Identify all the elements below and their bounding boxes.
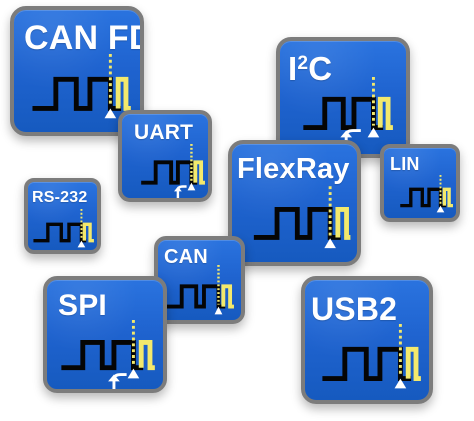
uart-label: UART — [134, 121, 194, 144]
can-fd-protocol-tile: CAN FD — [10, 6, 144, 136]
return-arrow-icon — [340, 130, 353, 138]
trigger-marker-icon — [214, 306, 223, 315]
signal-waveform-icon — [322, 324, 421, 389]
trigger-marker-icon — [394, 378, 407, 389]
trigger-marker-icon — [436, 205, 445, 213]
trigger-marker-icon — [77, 240, 86, 248]
spi-protocol-tile: SPI — [43, 276, 167, 393]
trigger-marker-icon — [127, 368, 140, 379]
uart-protocol-tile: UART — [118, 110, 212, 202]
flexray-protocol-tile: FlexRay — [228, 140, 361, 266]
flexray-label: FlexRay — [237, 153, 350, 185]
i2c-protocol-tile: I2C — [276, 37, 410, 158]
signal-waveform-icon — [33, 208, 94, 248]
rs232-protocol-tile: RS-232 — [24, 178, 101, 254]
usb2-protocol-tile: USB2 — [301, 276, 433, 404]
return-arrow-icon — [108, 374, 120, 382]
trigger-marker-icon — [187, 182, 196, 191]
i2c-label: I2C — [288, 50, 333, 87]
signal-waveform-icon — [165, 265, 234, 315]
signal-waveform-icon — [61, 320, 155, 389]
usb2-label: USB2 — [311, 291, 398, 327]
can-label: CAN — [164, 246, 208, 268]
return-arrow-icon — [174, 186, 182, 192]
signal-waveform-icon — [32, 53, 131, 119]
signal-waveform-icon — [400, 174, 453, 213]
rs232-label: RS-232 — [32, 189, 88, 206]
signal-waveform-icon — [303, 76, 393, 149]
signal-waveform-icon — [141, 143, 205, 198]
spi-label: SPI — [58, 289, 107, 322]
trigger-marker-icon — [367, 127, 380, 138]
can-protocol-tile: CAN — [154, 236, 245, 324]
trigger-marker-icon — [324, 238, 336, 249]
signal-waveform-icon — [253, 186, 351, 249]
lin-label: LIN — [390, 154, 420, 174]
trigger-marker-icon — [104, 108, 117, 119]
lin-protocol-tile: LIN — [380, 144, 460, 222]
can-fd-label: CAN FD — [24, 19, 144, 57]
